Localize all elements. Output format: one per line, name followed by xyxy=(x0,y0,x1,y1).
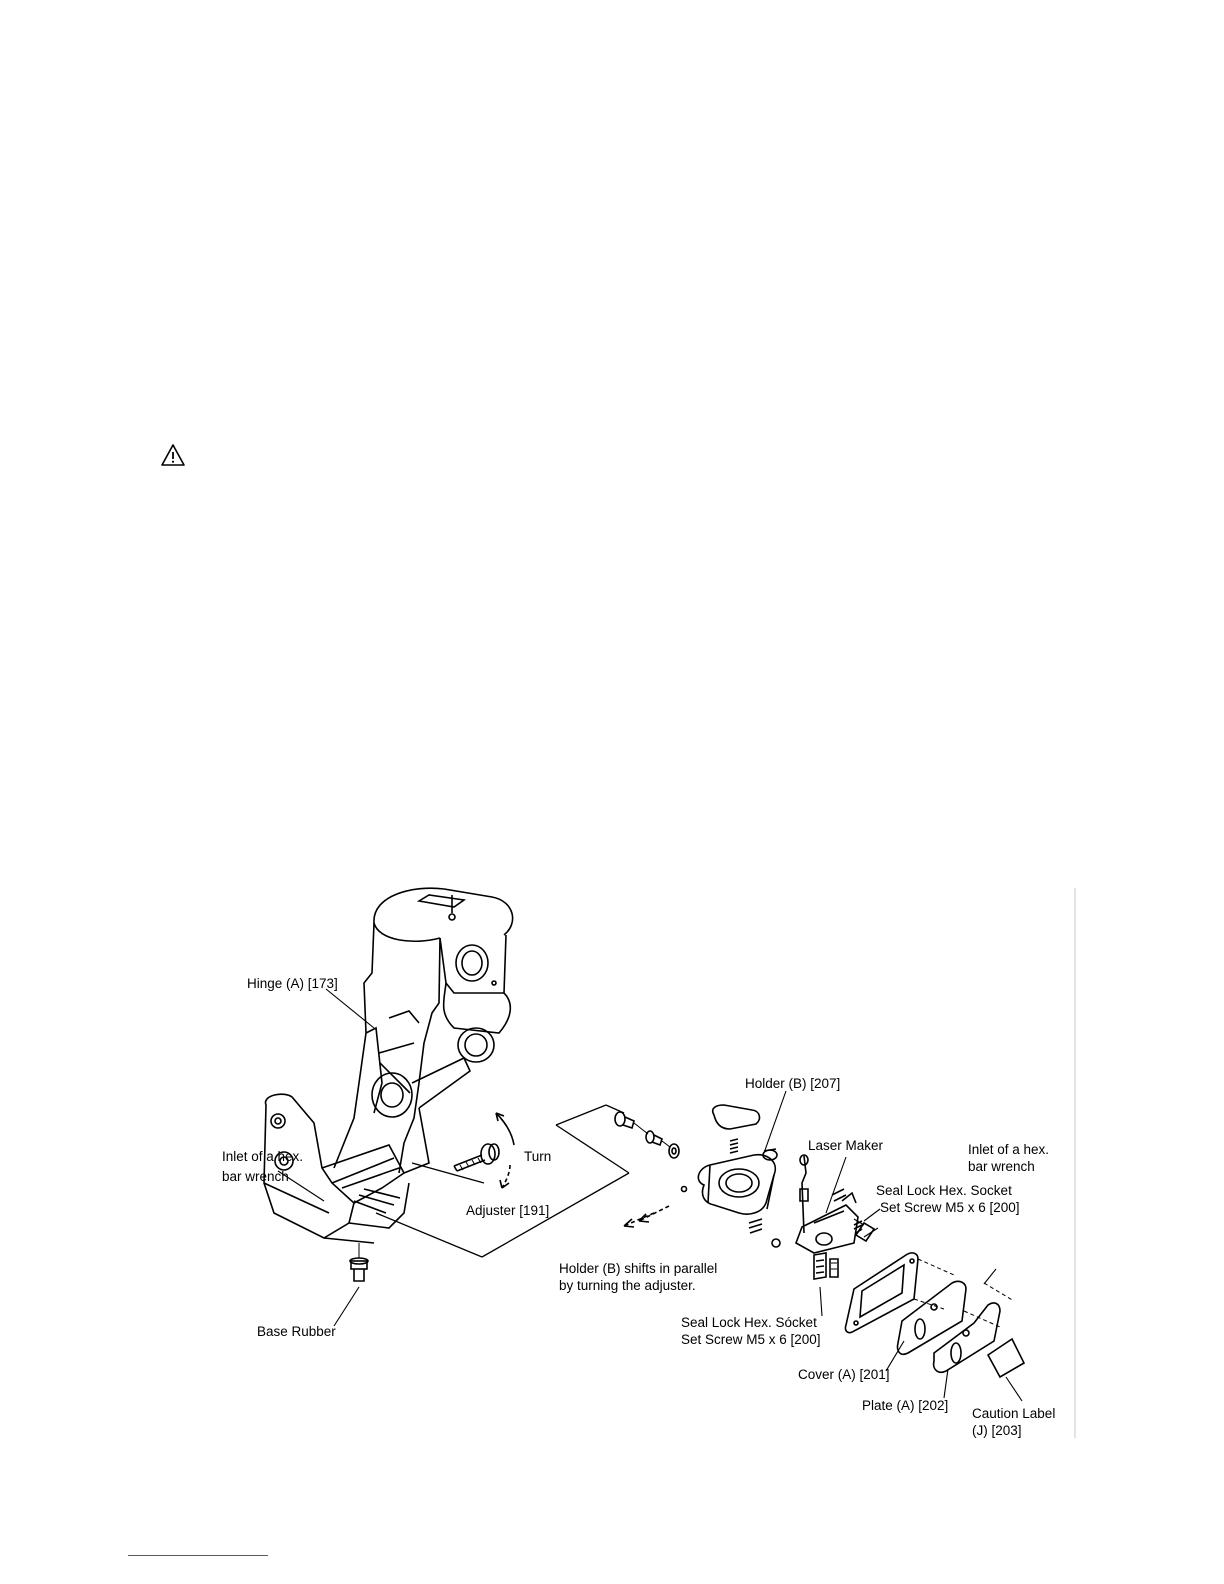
assembly-guide-lines xyxy=(375,1104,630,1258)
cover-plate-drawing xyxy=(844,1252,1026,1379)
label-inlet-right-line1: Inlet of a hex. xyxy=(968,1142,1049,1157)
label-laser-maker: Laser Maker xyxy=(808,1138,884,1153)
label-turn: Turn xyxy=(524,1149,551,1164)
label-hinge-a: Hinge (A) [173] xyxy=(247,976,338,991)
label-inlet-left-line1: Inlet of a hex. xyxy=(222,1149,303,1164)
leader-lines xyxy=(277,988,1023,1402)
label-seal-lock-1-line2: Set Screw M5 x 6 [200] xyxy=(880,1200,1020,1215)
exploded-parts-diagram: Hinge (A) [173] Holder (B) [207] Turn Ad… xyxy=(214,883,1077,1443)
adjuster-screw-drawing xyxy=(453,1112,515,1189)
label-adjuster: Adjuster [191] xyxy=(466,1203,549,1218)
label-shift-line2: by turning the adjuster. xyxy=(559,1278,696,1293)
label-seal-lock-1-line1: Seal Lock Hex. Socket xyxy=(876,1183,1012,1198)
label-caution-line1: Caution Label xyxy=(972,1406,1055,1421)
label-inlet-left-line2: bar wrench xyxy=(222,1169,289,1184)
warning-triangle-icon xyxy=(160,443,186,467)
label-seal-lock-2-line2: Set Screw M5 x 6 [200] xyxy=(681,1332,821,1347)
label-shift-line1: Holder (B) shifts in parallel xyxy=(559,1261,717,1276)
laser-maker-drawing xyxy=(795,1154,876,1280)
label-caution-line2: (J) [203] xyxy=(972,1423,1022,1438)
callout-labels: Hinge (A) [173] Holder (B) [207] Turn Ad… xyxy=(222,976,1055,1438)
label-inlet-right-line2: bar wrench xyxy=(968,1159,1035,1174)
footer-link[interactable] xyxy=(128,1555,268,1556)
label-base-rubber: Base Rubber xyxy=(257,1324,336,1339)
label-cover-a: Cover (A) [201] xyxy=(798,1367,890,1382)
label-plate-a: Plate (A) [202] xyxy=(862,1398,948,1413)
hinge-drawing xyxy=(263,887,514,1282)
label-seal-lock-2-line1: Seal Lock Hex. Sócket xyxy=(681,1315,817,1330)
holder-b-drawing xyxy=(614,1104,781,1248)
label-holder-b: Holder (B) [207] xyxy=(745,1076,840,1091)
